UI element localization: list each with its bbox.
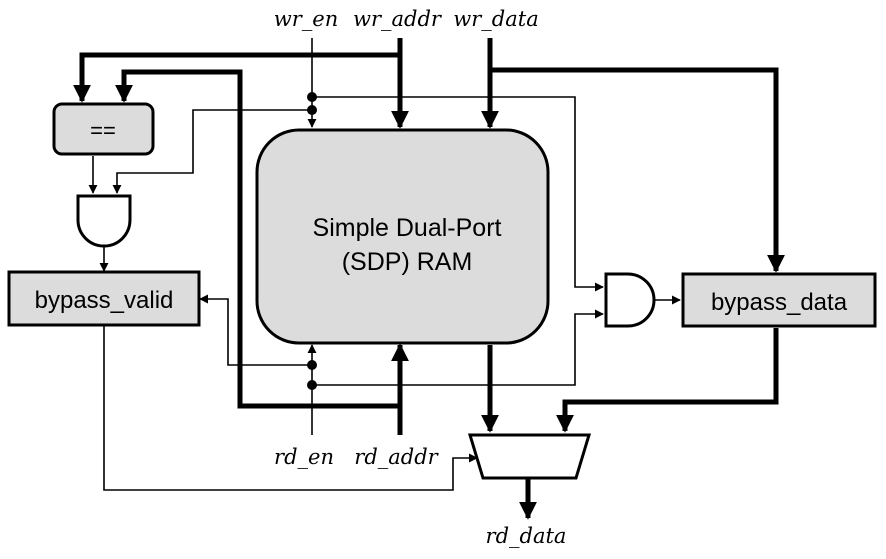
rd-en-label: rd_en (274, 445, 334, 469)
junction-dot (307, 380, 317, 390)
bypass-data-to-mux-bus (556, 328, 779, 433)
bypass-valid-block (7, 270, 201, 327)
bypass-valid-label: bypass_valid (35, 287, 174, 314)
wr-addr-to-compare-bus (73, 52, 400, 103)
wr-en-to-valid-and-wire (112, 109, 312, 194)
ram-label-line1: Simple Dual-Port (313, 214, 502, 242)
rd-en-to-bypass-valid-wire (199, 294, 312, 366)
comparator-block (52, 102, 155, 156)
wr-en-to-and-wire (312, 96, 604, 292)
bypass-valid-and-gate (76, 194, 132, 248)
output-mux (467, 433, 592, 480)
rd-data-label: rd_data (486, 524, 567, 548)
rd-addr-to-compare-bus (115, 69, 400, 409)
junction-dot (307, 360, 317, 370)
bypass-data-label: bypass_data (711, 289, 848, 316)
rd-en-to-and-wire (312, 309, 604, 386)
wr-addr-label: wr_addr (353, 7, 443, 31)
bypass-data-block (681, 272, 877, 328)
rd-addr-label: rd_addr (354, 445, 439, 469)
wr-en-label: wr_en (274, 7, 338, 31)
junction-dot (307, 105, 317, 115)
comparator-label: == (90, 118, 116, 143)
junction-dot (307, 92, 317, 102)
wr-data-to-bypass-bus (490, 67, 785, 273)
bypass-valid-to-mux-wire (103, 326, 478, 491)
ram-label-line2: (SDP) RAM (342, 248, 473, 276)
bypass-data-and-gate (604, 272, 656, 328)
sdp-ram-block (255, 128, 550, 345)
wr-data-label: wr_data (453, 7, 538, 31)
